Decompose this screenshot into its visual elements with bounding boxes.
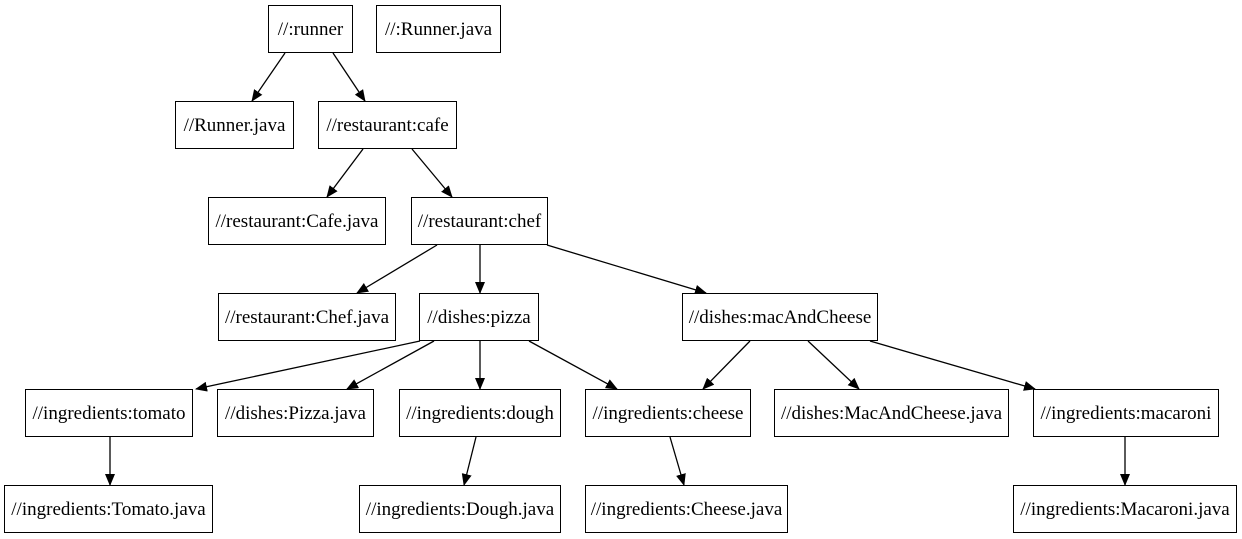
edge-pizza-to-cheese [528,340,618,390]
edge-pizza-to-pizza-java [346,340,435,390]
edge-dough-to-dough-java [461,436,477,486]
graph-node-macandcheese-java: //dishes:MacAndCheese.java [774,389,1009,437]
graph-node-dough-java: //ingredients:Dough.java [359,485,561,533]
edges-group [105,52,1130,486]
graph-node-runner-java-lone: //:Runner.java [376,5,501,53]
edge-cafe-to-chef [411,148,453,198]
edge-cafe-to-cafe-java [326,148,364,198]
graph-node-tomato: //ingredients:tomato [25,389,193,437]
edge-cheese-to-cheese-java [669,436,686,486]
edge-pizza-to-tomato [195,340,421,392]
edge-chef-to-macandcheese [546,244,707,295]
edge-chef-to-chef-java [356,244,438,294]
graph-node-macaroni-java: //ingredients:Macaroni.java [1013,485,1237,533]
edge-runner-to-runner-java [251,52,286,102]
graph-node-dough: //ingredients:dough [399,389,561,437]
graph-node-macaroni: //ingredients:macaroni [1033,389,1219,437]
graph-node-cafe: //restaurant:cafe [318,101,457,149]
graph-node-tomato-java: //ingredients:Tomato.java [4,485,213,533]
graph-node-chef-java: //restaurant:Chef.java [218,293,396,341]
graph-node-cheese-java: //ingredients:Cheese.java [585,485,788,533]
edge-macandcheese-to-macandcheese-java [807,340,860,390]
graph-node-macandcheese: //dishes:macAndCheese [682,293,878,341]
edge-macandcheese-to-macaroni [869,340,1036,391]
graph-node-runner: //:runner [268,5,353,53]
graph-node-pizza-java: //dishes:Pizza.java [217,389,374,437]
graph-node-cheese: //ingredients:cheese [585,389,751,437]
graph-node-pizza: //dishes:pizza [419,293,539,341]
edge-macandcheese-to-cheese [702,340,751,390]
edge-runner-to-cafe [332,52,366,102]
graph-node-chef: //restaurant:chef [411,197,548,245]
graph-node-runner-java: //Runner.java [175,101,294,149]
graph-node-cafe-java: //restaurant:Cafe.java [208,197,386,245]
